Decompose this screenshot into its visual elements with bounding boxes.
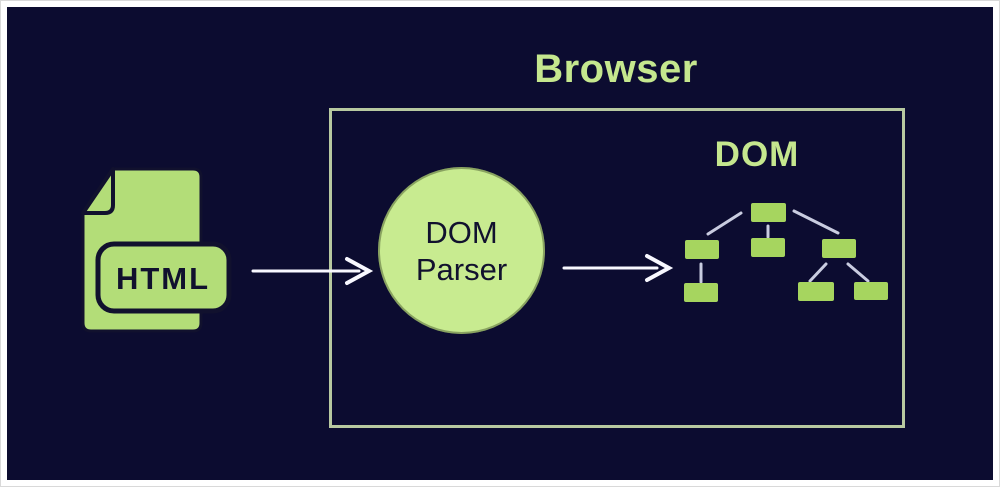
dom-tree-icon xyxy=(684,203,888,302)
dom-tree-node-leaf-right-2 xyxy=(854,282,888,300)
dom-tree-edge-right-leaf2 xyxy=(846,262,870,283)
html-file-label: HTML xyxy=(116,261,210,296)
dom-tree-edge-root-right xyxy=(792,209,840,235)
dom-parser-node: DOM Parser xyxy=(378,167,545,334)
dom-tree-node-child-center xyxy=(751,238,785,257)
dom-tree-edge-right-leaf1 xyxy=(808,262,828,283)
html-file-icon: HTML xyxy=(81,167,232,333)
dom-tree-node-leaf-of-left xyxy=(684,283,718,302)
dom-title: DOM xyxy=(714,135,800,174)
arrow-html-to-parser-icon xyxy=(251,257,374,285)
file-fold-corner xyxy=(81,167,115,215)
dom-tree-node-child-right xyxy=(822,239,856,258)
browser-box xyxy=(329,108,905,428)
dom-tree-node-child-left xyxy=(685,240,719,259)
dom-parser-label-line1: DOM xyxy=(425,214,498,250)
diagram-canvas: Browser HTML DOM Parser DOM xyxy=(7,7,993,480)
dom-tree-node-root xyxy=(751,203,786,222)
dom-tree-edge-root-left xyxy=(706,211,743,236)
dom-tree-node-leaf-right-1 xyxy=(798,282,834,301)
arrow-parser-to-dom-icon xyxy=(562,254,674,282)
browser-title: Browser xyxy=(534,47,698,91)
file-label-badge xyxy=(95,241,232,314)
dom-parser-label-line2: Parser xyxy=(415,251,508,287)
